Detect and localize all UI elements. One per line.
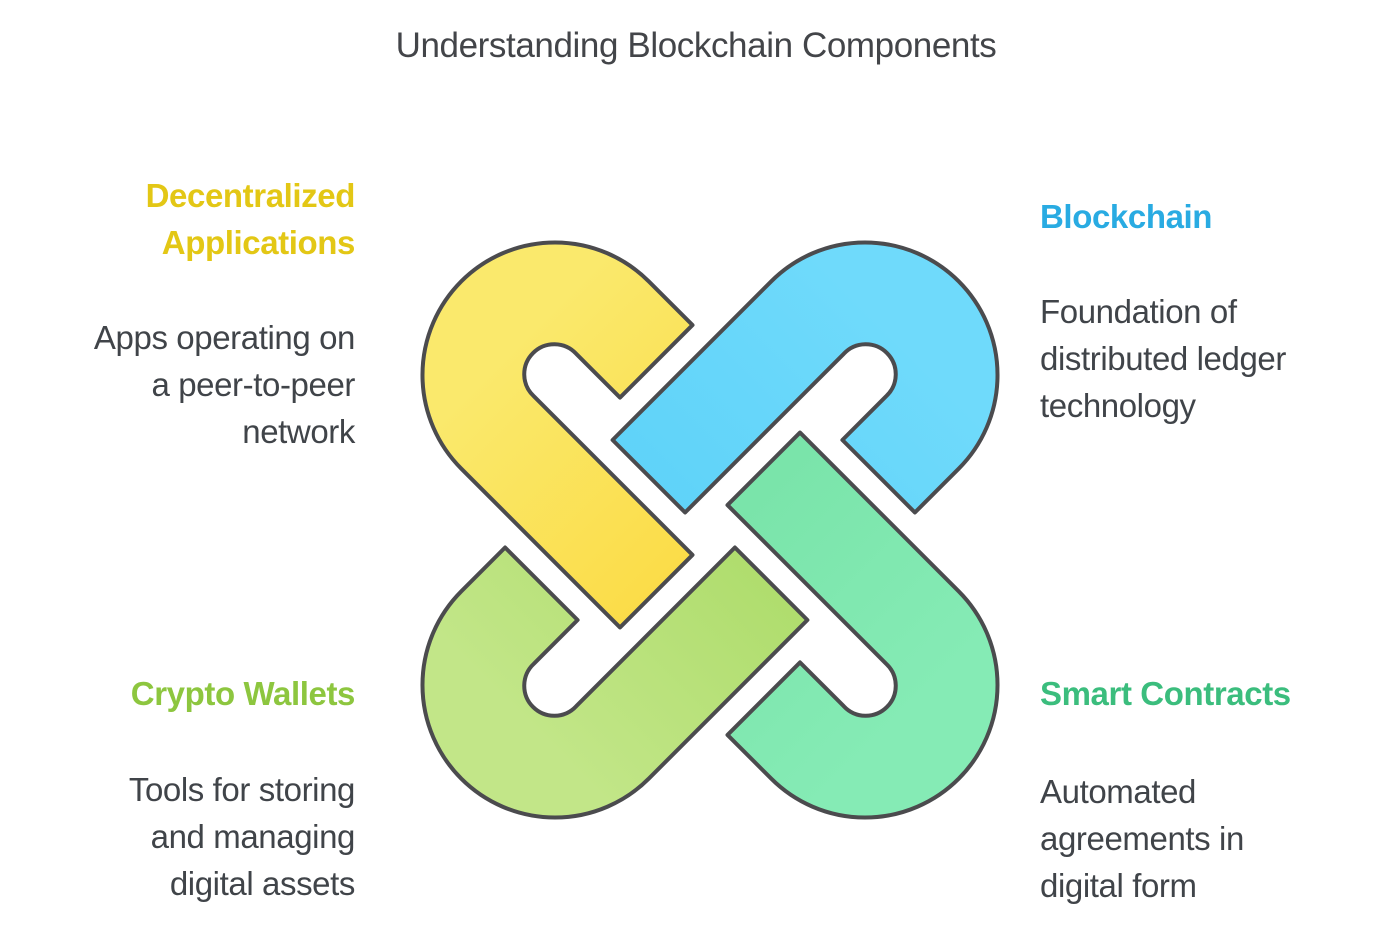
section-wallets-heading: Crypto Wallets (130, 675, 356, 712)
section-dapps-description: Apps operating on a peer-to-peer network (93, 319, 355, 450)
page-title: Understanding Blockchain Components (395, 26, 997, 65)
knot-loop-smart-contracts (725, 430, 1000, 820)
section-blockchain-heading: Blockchain (1040, 198, 1213, 235)
section-contracts-heading: Smart Contracts (1040, 675, 1291, 712)
knot-icon (420, 240, 1000, 820)
knot-loop-decentralized-applications (420, 240, 695, 630)
knot-loop-crypto-wallets (420, 545, 810, 820)
section-wallets-description: Tools for storing and managing digital a… (128, 771, 356, 902)
section-dapps-heading: Decentralized Applications (145, 177, 356, 261)
knot-loop-blockchain (610, 240, 1000, 515)
section-contracts-description: Automated agreements in digital form (1040, 773, 1244, 904)
section-blockchain-description: Foundation of distributed ledger technol… (1040, 293, 1286, 424)
